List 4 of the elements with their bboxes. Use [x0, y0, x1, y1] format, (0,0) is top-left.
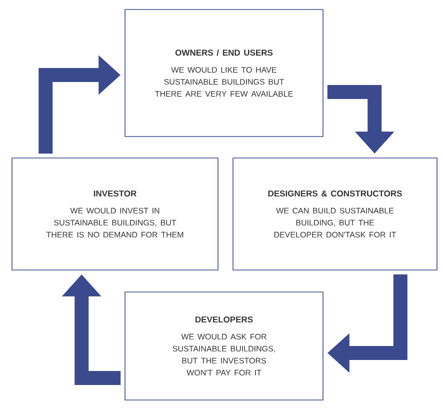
text-box: DEVELOPERS WE WOULD ASK FOR SUSTAINABLE BUILDINGS, BUT THE INVESTORS WON'T PAY FOR IT [124, 292, 324, 400]
text-box: INVESTOR WE WOULD INVEST IN SUSTAINABLE BUILDINGS, BUT THERE IS NO DEMAND FOR THEM [12, 158, 218, 270]
text-box: DESIGNERS & CONSTRUCTORS WE CAN BUILD SUSTAINABLE BUILDING, BUT THE DEVELOPER DON'TASK FOR IT [232, 158, 438, 270]
text-box: OWNERS / END USERS WE WOULD LIKE TO HAVE SUSTAINABLE BUILDINGS BUT THERE ARE VERY FEW AVAILABLE [124, 9, 324, 137]
